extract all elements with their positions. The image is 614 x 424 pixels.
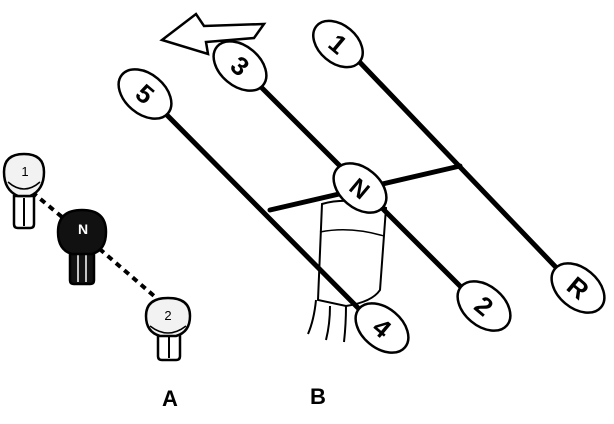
knob-position-1: 1 [2, 152, 46, 230]
panel-b-caption: B [310, 384, 326, 409]
panel-b: 5 3 1 N 4 2 R B [117, 12, 606, 409]
gear-label-1: 1 [312, 19, 364, 69]
knob-1-label: 1 [21, 164, 28, 179]
forward-arrow-icon [159, 12, 267, 56]
knob-n-stem [68, 246, 96, 286]
knob-n-label: N [78, 221, 88, 237]
gate-line-5-4 [157, 105, 371, 321]
knob-position-2: 2 [144, 296, 192, 362]
gear-label-2: 2 [456, 280, 512, 332]
knob-n-ball [56, 208, 108, 256]
gear-label-3: 3 [212, 40, 268, 92]
gear-label-reverse: R [550, 262, 606, 314]
knob-2-ball [144, 296, 192, 338]
gear-label-5: 5 [117, 68, 173, 120]
knob-2-label: 2 [164, 308, 171, 323]
panel-a-caption: A [162, 386, 178, 411]
panel-a: 1 N 2 A [2, 152, 192, 411]
gear-label-4: 4 [354, 302, 410, 354]
gear-label-neutral: N [332, 162, 388, 214]
knob-position-neutral: N [56, 208, 108, 286]
